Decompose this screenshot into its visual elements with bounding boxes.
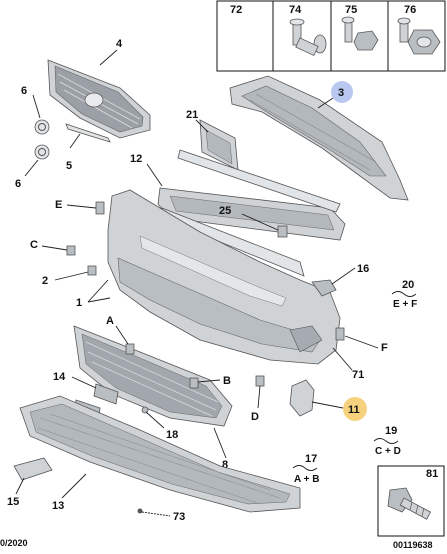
screw-18-part — [141, 406, 149, 414]
upper-absorber-part — [229, 75, 409, 201]
callout-6-lower: 6 — [15, 178, 21, 190]
highlight-callout-3 — [331, 81, 353, 103]
callout-13: 13 — [52, 500, 64, 512]
callout-D: D — [251, 411, 259, 423]
callout-25: 25 — [219, 205, 231, 217]
footer-reference: 00119638 — [393, 540, 433, 550]
upper-grille-part — [47, 59, 151, 139]
callout-16: 16 — [357, 263, 369, 275]
clip-A-part — [125, 343, 135, 355]
trim-11-part — [289, 379, 315, 417]
kit-19-divider — [373, 438, 399, 444]
callout-A: A — [106, 315, 114, 327]
callout-E: E — [55, 199, 62, 211]
clip-D-part — [255, 375, 265, 387]
callout-8: 8 — [222, 459, 228, 471]
callout-6-upper: 6 — [21, 85, 27, 97]
clip-E-part — [95, 201, 105, 215]
deflector-15-part — [13, 457, 53, 481]
clip-25-part — [277, 225, 288, 238]
undertray-part — [19, 395, 301, 513]
callout-74: 74 — [289, 4, 302, 16]
part-F — [335, 327, 345, 341]
callout-73: 73 — [173, 511, 185, 523]
callout-4: 4 — [116, 38, 123, 50]
lower-grille-part — [73, 325, 233, 427]
callout-18: 18 — [166, 429, 178, 441]
callout-71: 71 — [352, 369, 364, 381]
callout-75: 75 — [345, 4, 357, 16]
reinforcement-beam-part — [157, 149, 346, 241]
kit-20-divider — [391, 291, 417, 297]
callout-3: 3 — [338, 87, 344, 99]
emblem-lower-part — [34, 144, 50, 160]
clip-C-part — [66, 245, 76, 256]
bolt-75-icon — [341, 16, 379, 51]
callout-21: 21 — [186, 109, 198, 121]
callout-2: 2 — [42, 275, 48, 287]
fastener-box-81 — [377, 465, 445, 537]
callout-17-contents: A + B — [294, 474, 319, 485]
callout-19-contents: C + D — [375, 446, 401, 457]
bolt-76-icon — [397, 17, 441, 55]
fastener-box-top — [216, 0, 446, 72]
callout-B: B — [223, 375, 231, 387]
callout-15: 15 — [7, 496, 19, 508]
callout-76: 76 — [404, 4, 416, 16]
footer-date: 0/2020 — [0, 538, 28, 548]
callout-1: 1 — [76, 297, 82, 309]
callout-C: C — [30, 239, 38, 251]
kit-17-divider — [292, 465, 318, 471]
callout-20-contents: E + F — [393, 299, 417, 310]
highlight-callout-11 — [343, 397, 367, 421]
callout-11: 11 — [348, 404, 360, 416]
callout-F: F — [381, 342, 388, 354]
callout-14: 14 — [53, 371, 66, 383]
callout-20: 20 — [402, 279, 414, 291]
callout-12: 12 — [130, 153, 142, 165]
callout-72: 72 — [230, 4, 242, 16]
chrome-strip-part — [65, 123, 111, 143]
plug-2-part — [87, 265, 97, 276]
bumper-cover-part — [107, 189, 341, 365]
callout-81: 81 — [426, 468, 438, 480]
screw-73-part — [137, 508, 143, 514]
bracket-16-part — [311, 279, 337, 297]
callout-19: 19 — [385, 425, 397, 437]
clip-B-part — [189, 377, 199, 389]
emblem-upper-part — [34, 119, 50, 135]
callout-17: 17 — [305, 453, 317, 465]
bolt-74-icon — [289, 18, 327, 57]
callout-5: 5 — [66, 160, 72, 172]
screw-81-icon — [387, 487, 432, 520]
insert-14-part — [93, 383, 119, 405]
